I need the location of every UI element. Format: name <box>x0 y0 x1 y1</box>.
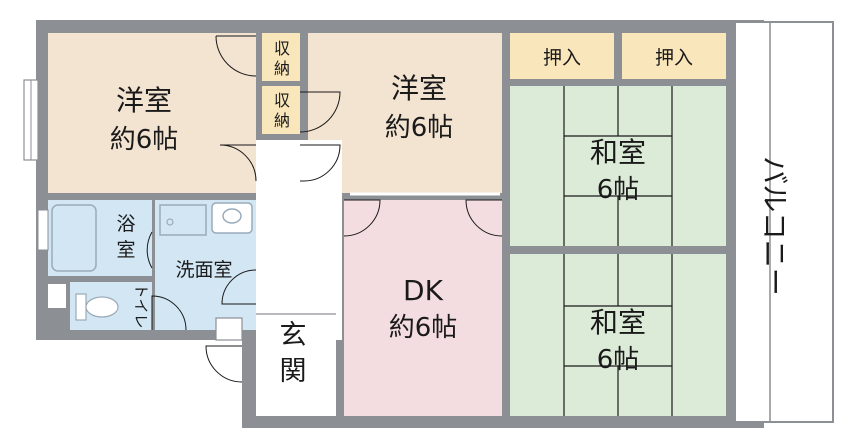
japanese-room-2-name: 和室 <box>590 306 646 339</box>
hallway <box>256 140 342 340</box>
washing-machine-area <box>159 204 207 236</box>
dk-size: 約6帖 <box>389 313 458 343</box>
bathroom-label-1: 浴 <box>116 213 135 235</box>
dk-name: DK <box>403 274 444 307</box>
toilet-tank <box>75 293 87 321</box>
bathroom-label-2: 室 <box>116 239 135 261</box>
western-room-1-name: 洋室 <box>116 84 172 117</box>
closet-2-line2: 納 <box>274 111 290 130</box>
western-room-1-size: 約6帖 <box>110 125 179 155</box>
balcony-floor <box>737 24 767 420</box>
western-room-2-name: 洋室 <box>391 72 447 105</box>
washing-machine-drain <box>166 218 174 226</box>
window-bath <box>37 209 49 251</box>
entrance <box>256 314 336 416</box>
balcony-label: バルコニー <box>758 156 791 295</box>
closet-1-line1: 収 <box>274 39 290 58</box>
oshiire-2 <box>622 33 726 79</box>
closet-1-line2: 納 <box>274 59 290 78</box>
japanese-room-2-size: 6帖 <box>597 345 640 375</box>
balcony-rail <box>769 21 834 423</box>
tatami-lines-2 <box>563 254 673 416</box>
oshiire-1 <box>510 33 614 79</box>
dk-room <box>344 200 502 416</box>
washroom-label: 洗面室 <box>175 259 232 281</box>
toilet-bowl <box>85 296 119 318</box>
japanese-room-1-name: 和室 <box>590 136 646 169</box>
toilet-label: トイレ <box>132 283 150 328</box>
entrance-label-2: 関 <box>280 356 307 387</box>
closet-1 <box>262 33 300 81</box>
tatami-lines-1 <box>563 86 673 246</box>
sink-basin <box>222 208 242 224</box>
outside-area <box>0 340 242 447</box>
closet-2 <box>262 86 300 134</box>
pipe-space <box>48 284 66 308</box>
door-swings <box>146 35 503 383</box>
closet-2-line1: 収 <box>274 91 290 110</box>
entrance-label-1: 玄 <box>280 320 307 351</box>
western-room-2-size: 約6帖 <box>385 113 454 143</box>
oshiire-1-label: 押入 <box>543 47 581 69</box>
shoe-cabinet <box>215 317 243 341</box>
bathtub <box>51 204 97 272</box>
oshiire-2-label: 押入 <box>655 47 693 69</box>
japanese-room-1-size: 6帖 <box>597 175 640 205</box>
western-room-1 <box>48 33 256 193</box>
